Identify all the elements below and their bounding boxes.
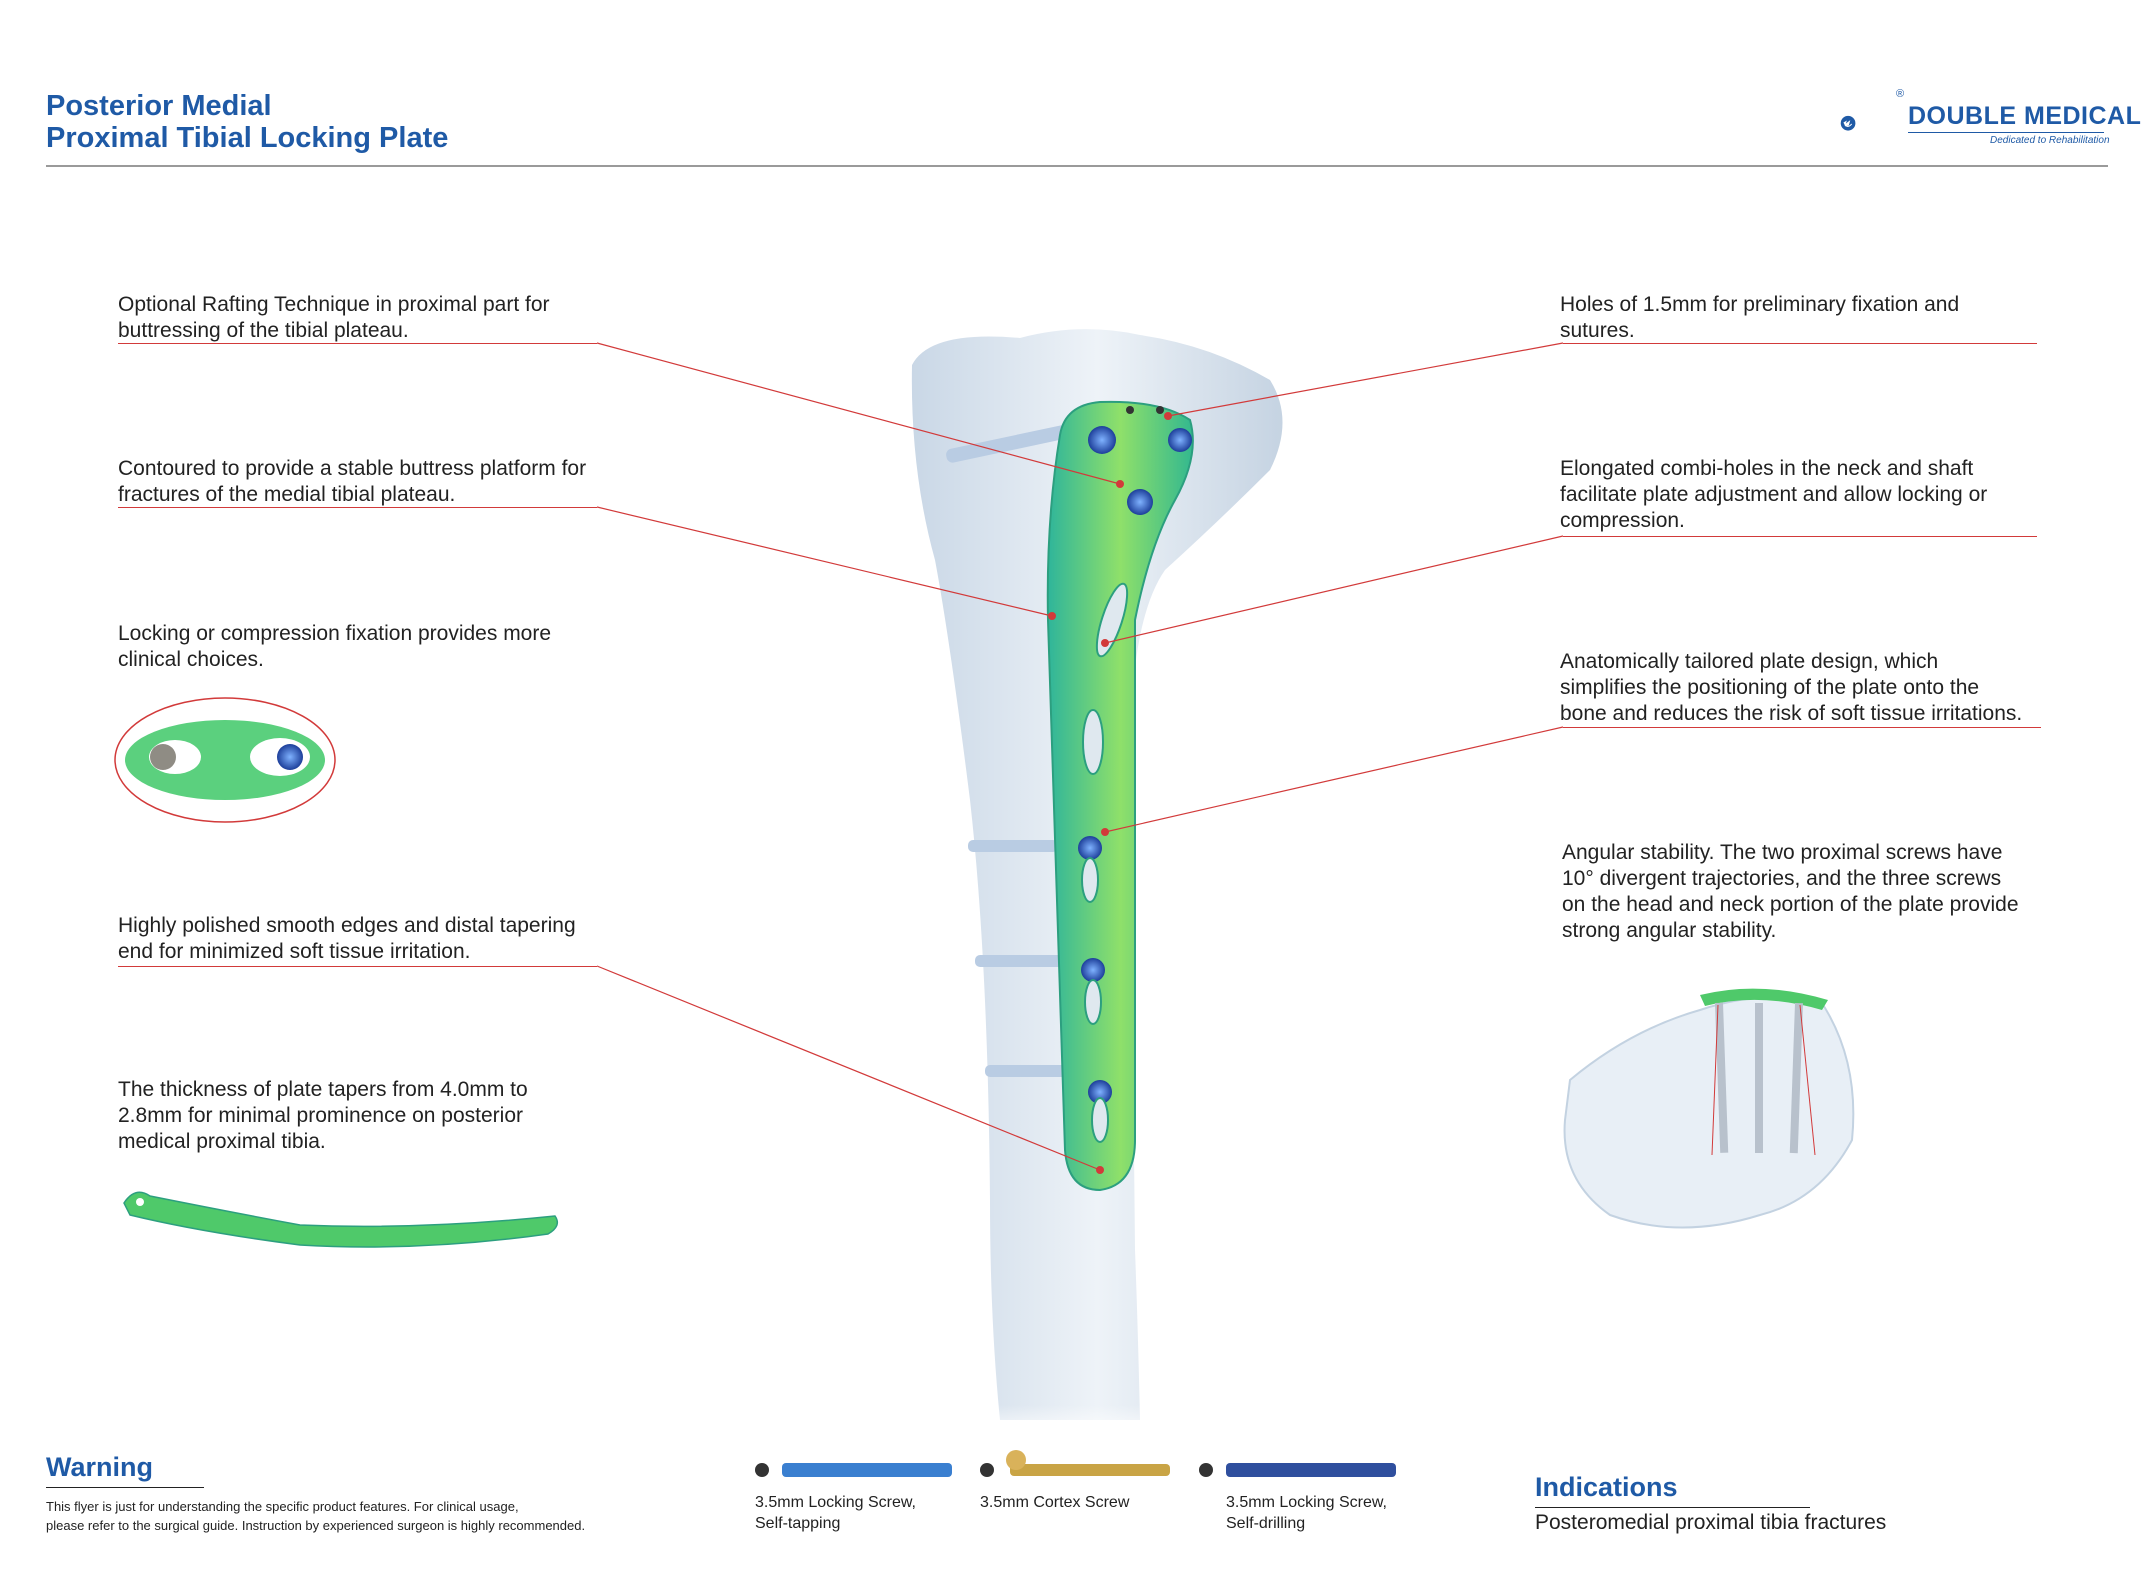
title-line-2: Proximal Tibial Locking Plate: [46, 122, 449, 154]
feature-locking-compression: Locking or compression fixation provides…: [118, 622, 552, 671]
feature-polished-edges: Highly polished smooth edges and distal …: [118, 914, 576, 963]
plate-profile: [123, 1191, 559, 1248]
warning-heading: Warning: [46, 1452, 153, 1482]
screw-label-locking-self-tapping: 3.5mm Locking Screw, Self-tapping: [755, 1494, 916, 1532]
indications-heading: Indications: [1535, 1472, 1678, 1502]
plate-slots: [1081, 582, 1129, 1143]
indications-rule: [1535, 1507, 1810, 1508]
warning-text: This flyer is just for understanding the…: [46, 1499, 586, 1533]
title-line-1: Posterior Medial: [46, 90, 272, 122]
page-title: Posterior Medial Proximal Tibial Locking…: [46, 90, 448, 154]
callout-lines: [596, 342, 1564, 1171]
plateau-top-view: [1563, 988, 1855, 1229]
feature-contoured: Contoured to provide a stable buttress p…: [118, 457, 587, 506]
feature-combi-holes: Elongated combi-holes in the neck and sh…: [1560, 457, 1988, 532]
feature-rafting: Optional Rafting Technique in proximal p…: [118, 293, 550, 342]
indications-text: Posteromedial proximal tibia fractures: [1535, 1511, 1887, 1534]
tibia-bone: [911, 329, 1283, 1421]
feature-contoured-underline: [118, 507, 597, 508]
screw-label-cortex: 3.5mm Cortex Screw: [980, 1494, 1130, 1511]
feature-polished-edges-underline: [118, 966, 597, 967]
feature-thickness: The thickness of plate tapers from 4.0mm…: [118, 1078, 528, 1153]
brand-tagline: Dedicated to Rehabilitation: [1990, 135, 2110, 146]
feature-holes-1-5mm-underline: [1563, 343, 2037, 344]
brand-underline: [1908, 132, 2104, 133]
screw-label-locking-self-drilling: 3.5mm Locking Screw, Self-drilling: [1226, 1494, 1387, 1532]
brand-name: DOUBLE MEDICAL: [1908, 102, 2142, 130]
locking-plate: [1046, 400, 1194, 1192]
warning-rule: [46, 1487, 204, 1488]
feature-angular-stability: Angular stability. The two proximal scre…: [1562, 841, 2019, 942]
header-divider: [46, 165, 2108, 167]
feature-holes-1-5mm: Holes of 1.5mm for preliminary fixation …: [1560, 293, 1960, 342]
plate-screws: [1078, 426, 1192, 1104]
screw-images: [755, 1450, 1396, 1477]
transverse-screws: [946, 424, 1075, 1077]
feature-anatomical-design: Anatomically tailored plate design, whic…: [1560, 650, 2023, 725]
brand-logo-icon: [1840, 115, 1856, 131]
feature-rafting-underline: [118, 343, 597, 344]
feature-anatomical-design-underline: [1563, 727, 2041, 728]
combi-hole-detail: [114, 697, 336, 823]
registered-mark: ®: [1896, 88, 1905, 100]
feature-combi-holes-underline: [1563, 536, 2037, 537]
callout-dots: [1048, 412, 1172, 1174]
